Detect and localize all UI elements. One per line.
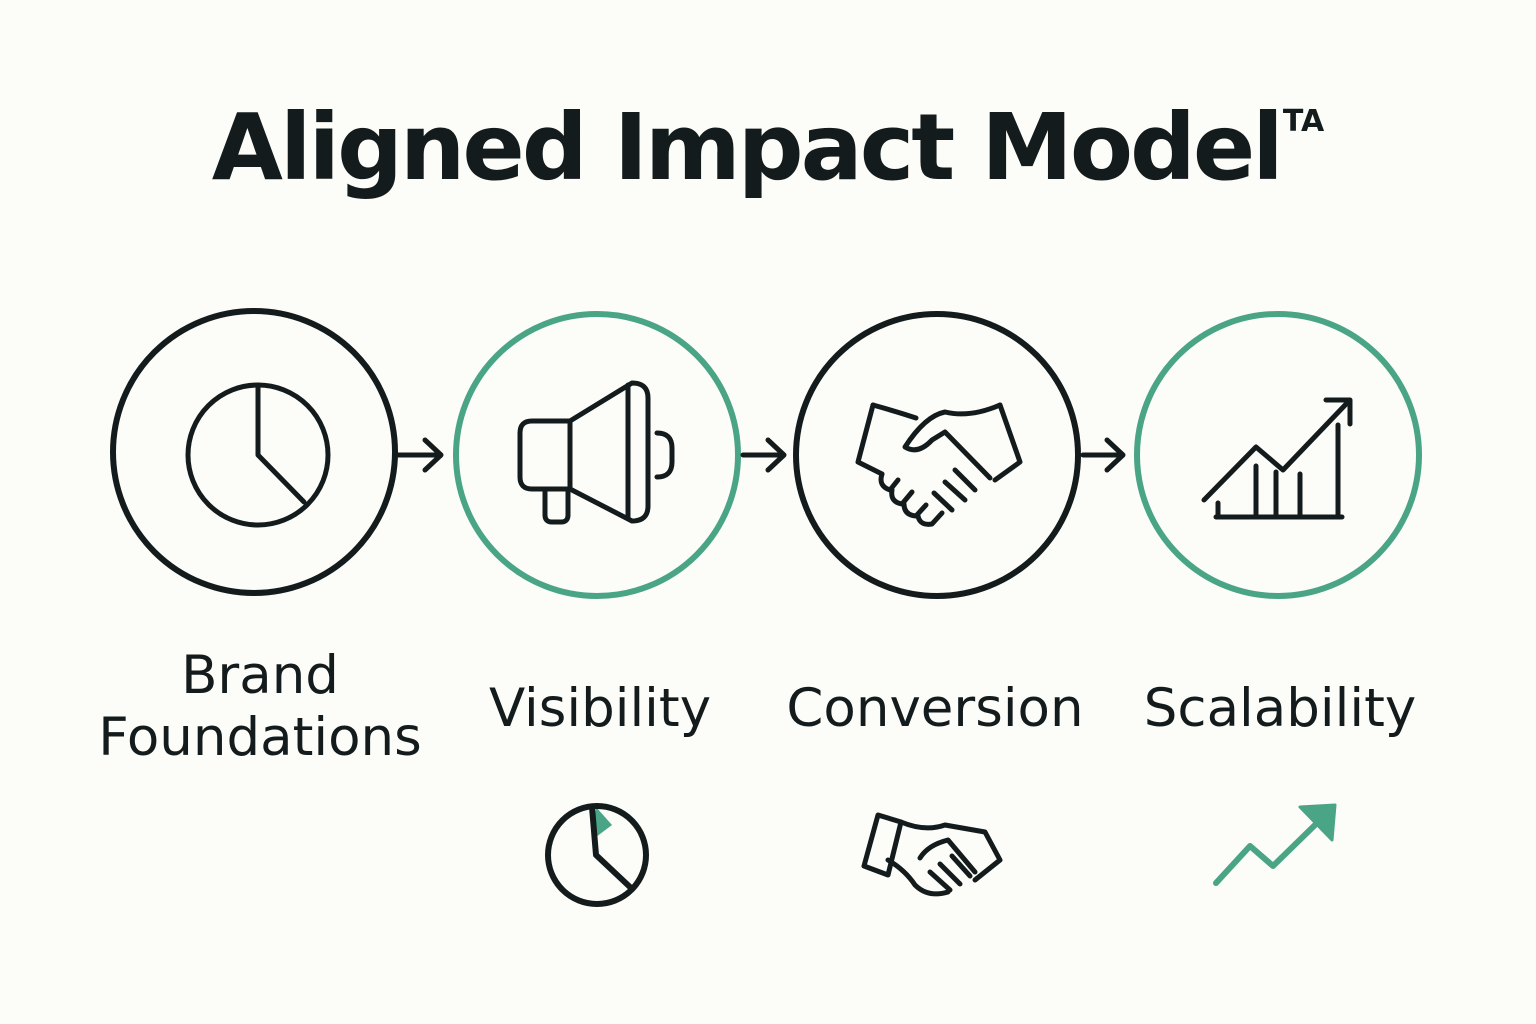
megaphone-icon	[517, 380, 675, 525]
trend-up-arrow-icon	[1213, 803, 1337, 886]
arrow-right-icon	[740, 437, 787, 473]
secondary-pie-chart-icon	[545, 803, 649, 907]
stage-ring	[793, 311, 1081, 599]
stage-label-visibility: Visibility	[488, 678, 712, 739]
stage-scalability	[1134, 311, 1422, 599]
stage-brand-foundations	[110, 308, 398, 596]
stage-ring	[110, 308, 398, 596]
secondary-handshake-icon	[861, 812, 1003, 897]
arrow-right-icon	[1080, 437, 1126, 473]
stage-ring	[1134, 311, 1422, 599]
title-text: Aligned Impact Model	[211, 94, 1284, 201]
page-title: Aligned Impact ModelTA	[0, 102, 1536, 194]
handshake-icon	[855, 402, 1023, 527]
title-mark: TA	[1282, 104, 1325, 139]
stage-label-brand-foundations: Brand Foundations	[98, 645, 422, 768]
arrow-right-icon	[395, 437, 444, 473]
stage-label-conversion: Conversion	[786, 678, 1084, 739]
stage-label-scalability: Scalability	[1143, 678, 1417, 739]
pie-chart-icon	[185, 382, 331, 528]
stage-visibility	[453, 311, 741, 599]
stage-conversion	[793, 311, 1081, 599]
stage-ring	[453, 311, 741, 599]
growth-chart-icon	[1201, 397, 1353, 520]
